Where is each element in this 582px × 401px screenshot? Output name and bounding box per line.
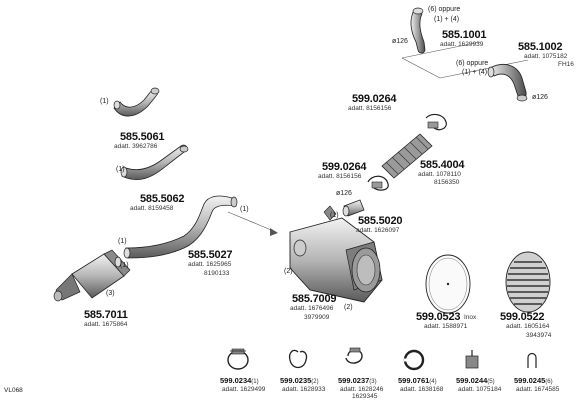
part-number-585-4004: 585.4004	[420, 159, 465, 171]
addl-585-5020: adatt. 1626097	[356, 227, 400, 234]
plate-599-0523	[425, 254, 471, 314]
hose-585-1002	[487, 64, 528, 102]
callout-585-5062: (1)	[116, 166, 125, 173]
dim-585-1001: ø126	[392, 38, 408, 45]
dim-585-5020: ø126	[336, 190, 352, 197]
addl-585-5027: adatt. 1625965	[188, 261, 232, 268]
addl-599-0244: adatt. 1075184	[458, 386, 502, 393]
pipe-585-5027	[123, 195, 238, 259]
addl-585-7009: adatt. 1676496	[290, 305, 334, 312]
addl-585-1001: adatt. 1629939	[440, 41, 484, 48]
addl-585-4004: adatt. 1078110	[418, 171, 461, 178]
part-number-585-5062: 585.5062	[140, 193, 185, 205]
addl2-585-5027: 8190133	[204, 270, 230, 277]
addl-599-0245: adatt. 1674585	[516, 386, 560, 393]
part-number-599-0522: 599.0522	[500, 311, 545, 323]
callout-585-1001-b: (1) + (4)	[434, 16, 460, 23]
clamp-599-0235	[288, 349, 308, 369]
addl-599-0522: adatt. 1605164	[506, 323, 550, 330]
callout-585-5027-b: (1)	[118, 238, 127, 245]
callout-585-5061: (1)	[100, 98, 109, 105]
silencer-585-7009	[289, 205, 383, 303]
model-585-1002: FH16	[558, 61, 574, 68]
callout-585-1001-a: (6) oppure	[428, 6, 461, 13]
clamp-599-0237	[345, 347, 363, 364]
part-number-599-0245: 599.0245(6)	[514, 376, 553, 385]
addl-585-1002: adatt. 1075182	[524, 53, 568, 60]
catalog-code: VL068	[4, 387, 23, 394]
clamp-599-0245	[527, 352, 537, 368]
part-number-585-7011: 585.7011	[84, 309, 128, 321]
addl-599-0235: adatt. 1628933	[282, 386, 326, 393]
part-number-599-0234: 599.0234(1)	[220, 376, 259, 385]
addl-599-0264-lower: adatt. 8156156	[318, 173, 362, 180]
addl-585-7011: adatt. 1675864	[84, 321, 128, 328]
addl-599-0264-upper: adatt. 8156156	[348, 105, 392, 112]
callout-585-7009-b: (2)	[284, 268, 293, 275]
clamp-599-0264-upper	[425, 113, 447, 131]
callout-585-7009-a: (1)	[330, 212, 339, 219]
clamp-599-0234	[227, 348, 249, 370]
part-number-599-0264-upper: 599.0264	[352, 93, 397, 105]
callout-585-7009-c: (2)	[344, 304, 353, 311]
material-599-0523: Inox	[464, 314, 477, 321]
addl-599-0234: adatt. 1629499	[222, 386, 266, 393]
grille-599-0522	[505, 251, 551, 313]
addl-585-5062: adatt. 8159458	[130, 205, 174, 212]
addl-599-0237: adatt. 1628246	[340, 386, 384, 393]
elbow-585-5061	[113, 87, 160, 117]
part-number-585-1001: 585.1001	[442, 29, 487, 41]
part-number-585-5061: 585.5061	[120, 131, 165, 143]
addl-585-5061: adatt. 3962786	[114, 143, 158, 150]
callout-585-7011-b: (3)	[106, 290, 115, 297]
part-number-599-0761: 599.0761(4)	[398, 376, 437, 385]
addl2-599-0237: 1629345	[352, 393, 378, 400]
clamp-599-0244	[465, 350, 479, 369]
dim-585-1002: ø126	[532, 94, 548, 101]
callout-585-1002-a: (6) oppure	[456, 60, 489, 67]
part-number-585-1002: 585.1002	[518, 41, 563, 53]
part-number-585-5027: 585.5027	[188, 249, 233, 261]
addl2-585-4004: 8156350	[434, 179, 460, 186]
addl-599-0523: adatt. 1588971	[424, 323, 468, 330]
addl-599-0761: adatt. 1638168	[400, 386, 444, 393]
part-number-599-0235: 599.0235(2)	[280, 376, 319, 385]
addl2-599-0522: 3943974	[526, 332, 552, 339]
part-number-599-0244: 599.0244(5)	[456, 376, 495, 385]
part-number-599-0264-lower: 599.0264	[322, 161, 367, 173]
elbow-585-5062	[120, 144, 189, 180]
hose-585-1001	[410, 7, 426, 54]
clamp-599-0264-lower	[367, 175, 389, 191]
addl2-585-7009: 3979909	[304, 314, 330, 321]
stub-585-5020	[342, 199, 365, 217]
part-number-599-0237: 599.0237(3)	[338, 376, 377, 385]
silencer-585-7011	[53, 249, 131, 302]
leader-lines	[227, 41, 529, 236]
clamp-599-0761	[403, 349, 425, 371]
flex-hose-585-4004	[381, 133, 433, 179]
part-number-599-0523: 599.0523	[416, 311, 461, 323]
callout-585-7011-a: (1)	[120, 262, 129, 269]
callout-585-1002-b: (1) + (4)	[462, 69, 488, 76]
callout-585-5027-a: (1)	[240, 206, 249, 213]
part-number-585-5020: 585.5020	[358, 215, 403, 227]
part-number-585-7009: 585.7009	[292, 293, 337, 305]
